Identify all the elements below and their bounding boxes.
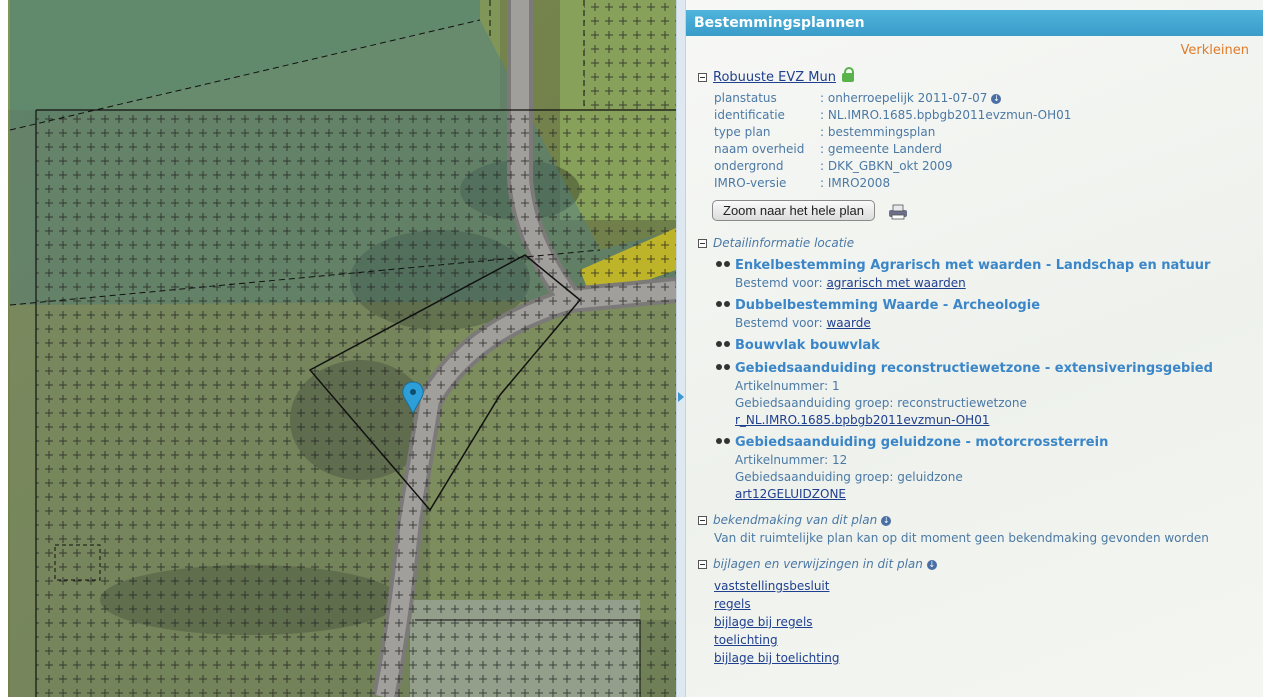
attachment-link[interactable]: bijlage bij regels [714, 615, 813, 629]
attachment-link[interactable]: regels [714, 597, 751, 611]
reference-link[interactable]: r_NL.IMRO.1685.bpbgb2011evzmun-OH01 [735, 413, 990, 427]
binoculars-icon[interactable] [716, 436, 730, 446]
prop-row: IMRO-versie: IMRO2008 [714, 176, 891, 190]
panel-content: Robuuste EVZ Mun planstatus: onherroepel… [698, 67, 1258, 667]
plan-properties: planstatus: onherroepelijk 2011-07-07↓ i… [714, 90, 1258, 192]
binoculars-icon[interactable] [716, 339, 730, 349]
binoculars-icon[interactable] [716, 299, 730, 309]
detail-item: Dubbelbestemming Waarde - Archeologie Be… [716, 296, 1258, 332]
aerial-map [0, 0, 676, 697]
detail-item: Gebiedsaanduiding reconstructiewetzone -… [716, 359, 1258, 429]
purpose-link[interactable]: agrarisch met waarden [826, 276, 966, 290]
detail-item: Gebiedsaanduiding geluidzone - motorcros… [716, 433, 1258, 503]
prop-row: type plan: bestemmingsplan [714, 125, 936, 139]
collapse-arrow-icon[interactable] [678, 392, 684, 402]
announcement-text: Van dit ruimtelijke plan kan op dit mome… [714, 531, 1209, 545]
info-icon[interactable]: ↓ [991, 93, 1002, 104]
location-marker-icon[interactable] [402, 381, 424, 415]
panel-splitter[interactable] [676, 0, 686, 697]
prop-row: naam overheid: gemeente Landerd [714, 142, 942, 156]
binoculars-icon[interactable] [716, 362, 730, 372]
printer-icon[interactable] [887, 204, 909, 220]
info-icon[interactable]: ↓ [881, 515, 892, 526]
collapse-announcement-toggle-icon[interactable] [698, 516, 707, 525]
lock-icon [841, 67, 854, 82]
map-left-border [0, 0, 8, 697]
announcement-section-header: bekendmaking van dit plan↓ [698, 511, 1258, 529]
prop-row: identificatie: NL.IMRO.1685.bpbgb2011evz… [714, 108, 1072, 122]
reference-link[interactable]: art12GELUIDZONE [735, 487, 847, 501]
detail-item: Enkelbestemming Agrarisch met waarden - … [716, 256, 1258, 292]
collapse-attachments-toggle-icon[interactable] [698, 560, 707, 569]
prop-row: planstatus: onherroepelijk 2011-07-07↓ [714, 91, 1002, 105]
detail-item: Bouwvlak bouwvlak [716, 336, 1258, 355]
plan-name-link[interactable]: Robuuste EVZ Mun [713, 70, 836, 85]
info-icon[interactable]: ↓ [926, 559, 937, 570]
info-panel: Bestemmingsplannen Verkleinen Robuuste E… [686, 0, 1263, 697]
purpose-link[interactable]: waarde [826, 316, 871, 330]
collapse-plan-toggle-icon[interactable] [698, 73, 707, 82]
attachment-link[interactable]: vaststellingsbesluit [714, 579, 830, 593]
attachment-link[interactable]: bijlage bij toelichting [714, 651, 840, 665]
prop-row: ondergrond: DKK_GBKN_okt 2009 [714, 159, 953, 173]
shrink-link[interactable]: Verkleinen [1180, 43, 1249, 58]
detail-section-header: Detailinformatie locatie [698, 234, 1258, 252]
collapse-detail-toggle-icon[interactable] [698, 239, 707, 248]
plan-header: Robuuste EVZ Mun [698, 67, 1258, 86]
binoculars-icon[interactable] [716, 259, 730, 269]
attachment-link[interactable]: toelichting [714, 633, 778, 647]
zoom-row: Zoom naar het hele plan [712, 200, 1258, 226]
zoom-to-plan-button[interactable]: Zoom naar het hele plan [712, 200, 875, 221]
map-view[interactable] [0, 0, 676, 697]
attachments-section-header: bijlagen en verwijzingen in dit plan↓ [698, 555, 1258, 573]
panel-title: Bestemmingsplannen [686, 10, 1263, 36]
attachment-links: vaststellingsbesluit regels bijlage bij … [714, 577, 1258, 667]
